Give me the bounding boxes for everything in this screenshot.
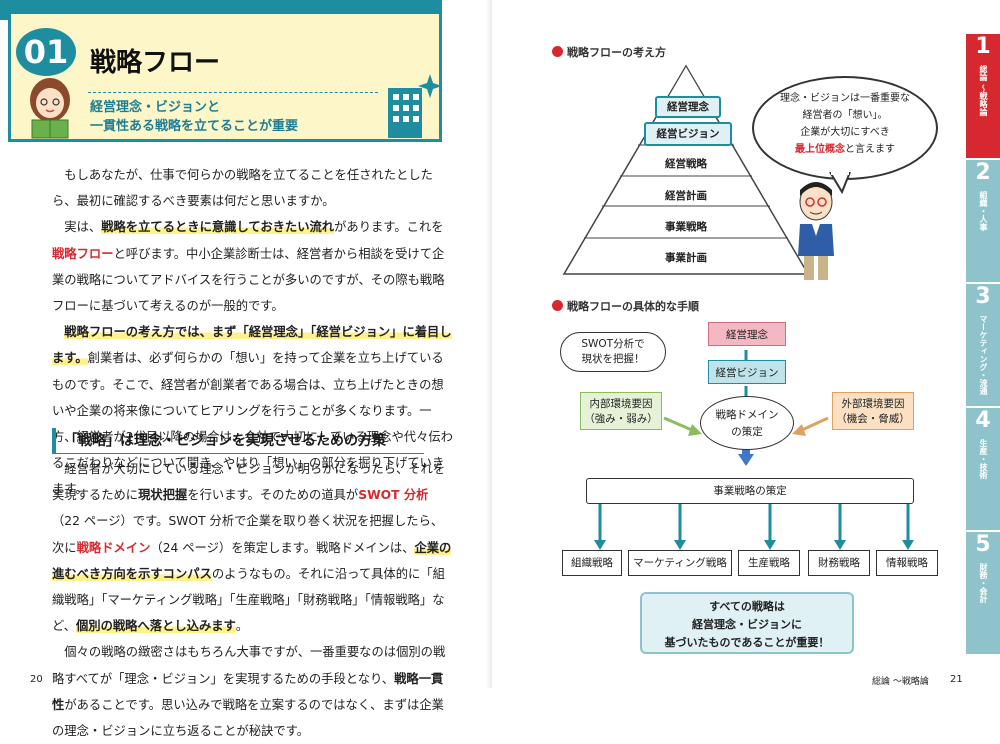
bubble-emphasis: 最上位概念	[795, 144, 845, 155]
pyramid-level: 経営ビジョン	[644, 122, 732, 146]
caption-bullet-icon	[552, 46, 563, 57]
subtitle-line: 一貫性ある戦略を立てることが重要	[90, 119, 299, 134]
flow-connectors	[594, 350, 914, 550]
paragraph: 戦略フローの考え方では、まず「経営理念」「経営ビジョン」に着目します。創業者は、…	[52, 325, 453, 497]
speech-bubble-text: 理念・ビジョンは一番重要な 経営者の「想い」。 企業が大切にすべき 最上位概念と…	[780, 93, 910, 155]
paragraph: 個々の戦略の緻密さはもちろん大事ですが、一番重要なのは個別の戦略すべてが「理念・…	[52, 645, 446, 739]
summary-box: すべての戦略は 経営理念・ビジョンに 基づいたものであることが重要！	[640, 592, 854, 654]
strategy-box: マーケティング戦略	[628, 550, 732, 576]
page-title: 戦略フロー	[90, 48, 221, 78]
internal-factors-box: 内部環境要因 （強み・弱み）	[580, 392, 662, 430]
strategy-box: 生産戦略	[738, 550, 800, 576]
left-page: 01 戦略フロー 経営理念・ビジョンと 一貫性ある戦略を立てることが重要 もしあ…	[0, 0, 492, 738]
external-factors-box: 外部環境要因 （機会・脅威）	[832, 392, 914, 430]
keyword-text: SWOT 分析	[358, 488, 429, 503]
pyramid-level: 事業戦略	[665, 221, 707, 233]
highlight-text: 個別の戦略へ落とし込みます	[75, 619, 236, 634]
chapter-header	[8, 14, 442, 142]
bold-text: 現状把握	[138, 488, 188, 503]
keyword-text: 戦略フロー	[52, 246, 114, 261]
body-text-intro: もしあなたが、仕事で何らかの戦略を立てることを任されたとしたら、最初に確認するべ…	[52, 162, 454, 503]
keyword-text: 戦略ドメイン	[76, 540, 151, 555]
subtitle-divider	[88, 92, 378, 93]
page-number-left: 20	[30, 674, 43, 685]
strategy-box: 情報戦略	[876, 550, 938, 576]
diagram2-caption: 戦略フローの具体的な手順	[552, 298, 699, 314]
body-text-section: 経営者が大切にしている理念・ビジョンが明らかになったら、それを実現するために現状…	[52, 456, 454, 744]
diagram1-caption: 戦略フローの考え方	[552, 44, 666, 60]
strategy-domain-oval: 戦略ドメイン の策定	[700, 396, 794, 450]
speech-bubble	[752, 76, 938, 180]
vision-box: 経営ビジョン	[708, 360, 786, 384]
subtitle-line: 経営理念・ビジョンと	[90, 100, 221, 115]
strategy-box: 財務戦略	[808, 550, 870, 576]
highlight-text: 戦略を立てるときに意識しておきたい流れ	[101, 220, 335, 235]
pyramid-level: 経営理念	[655, 96, 721, 118]
building-icon	[388, 74, 442, 138]
caption-bullet-icon	[552, 300, 563, 311]
philosophy-box: 経営理念	[708, 322, 786, 346]
page-number-right: 21	[950, 674, 963, 685]
pyramid-level: 経営計画	[665, 190, 707, 202]
running-footer: 総論 ～戦略論	[872, 677, 929, 687]
pyramid-level: 経営戦略	[665, 158, 707, 170]
chapter-number: 01	[16, 28, 76, 76]
consultant-illustration	[798, 182, 834, 280]
business-strategy-box: 事業戦略の策定	[586, 478, 914, 504]
section-heading: 「戦略」は理念・ビジョンを実現させるための方策	[52, 428, 424, 454]
pyramid-level: 事業計画	[665, 252, 707, 264]
speech-bubble-tail	[829, 172, 851, 194]
reader-illustration	[30, 78, 70, 139]
page-subtitle: 経営理念・ビジョンと 一貫性ある戦略を立てることが重要	[90, 98, 298, 136]
paragraph: 経営者が大切にしている理念・ビジョンが明らかになったら、それを実現するために現状…	[52, 462, 452, 634]
paragraph: もしあなたが、仕事で何らかの戦略を立てることを任されたとしたら、最初に確認するべ…	[52, 168, 433, 209]
strategy-box: 組織戦略	[562, 550, 622, 576]
paragraph: 実は、戦略を立てるときに意識しておきたい流れがあります。これを戦略フローと呼びま…	[52, 220, 445, 314]
swot-bubble: SWOT分析で 現状を把握！	[560, 332, 666, 372]
